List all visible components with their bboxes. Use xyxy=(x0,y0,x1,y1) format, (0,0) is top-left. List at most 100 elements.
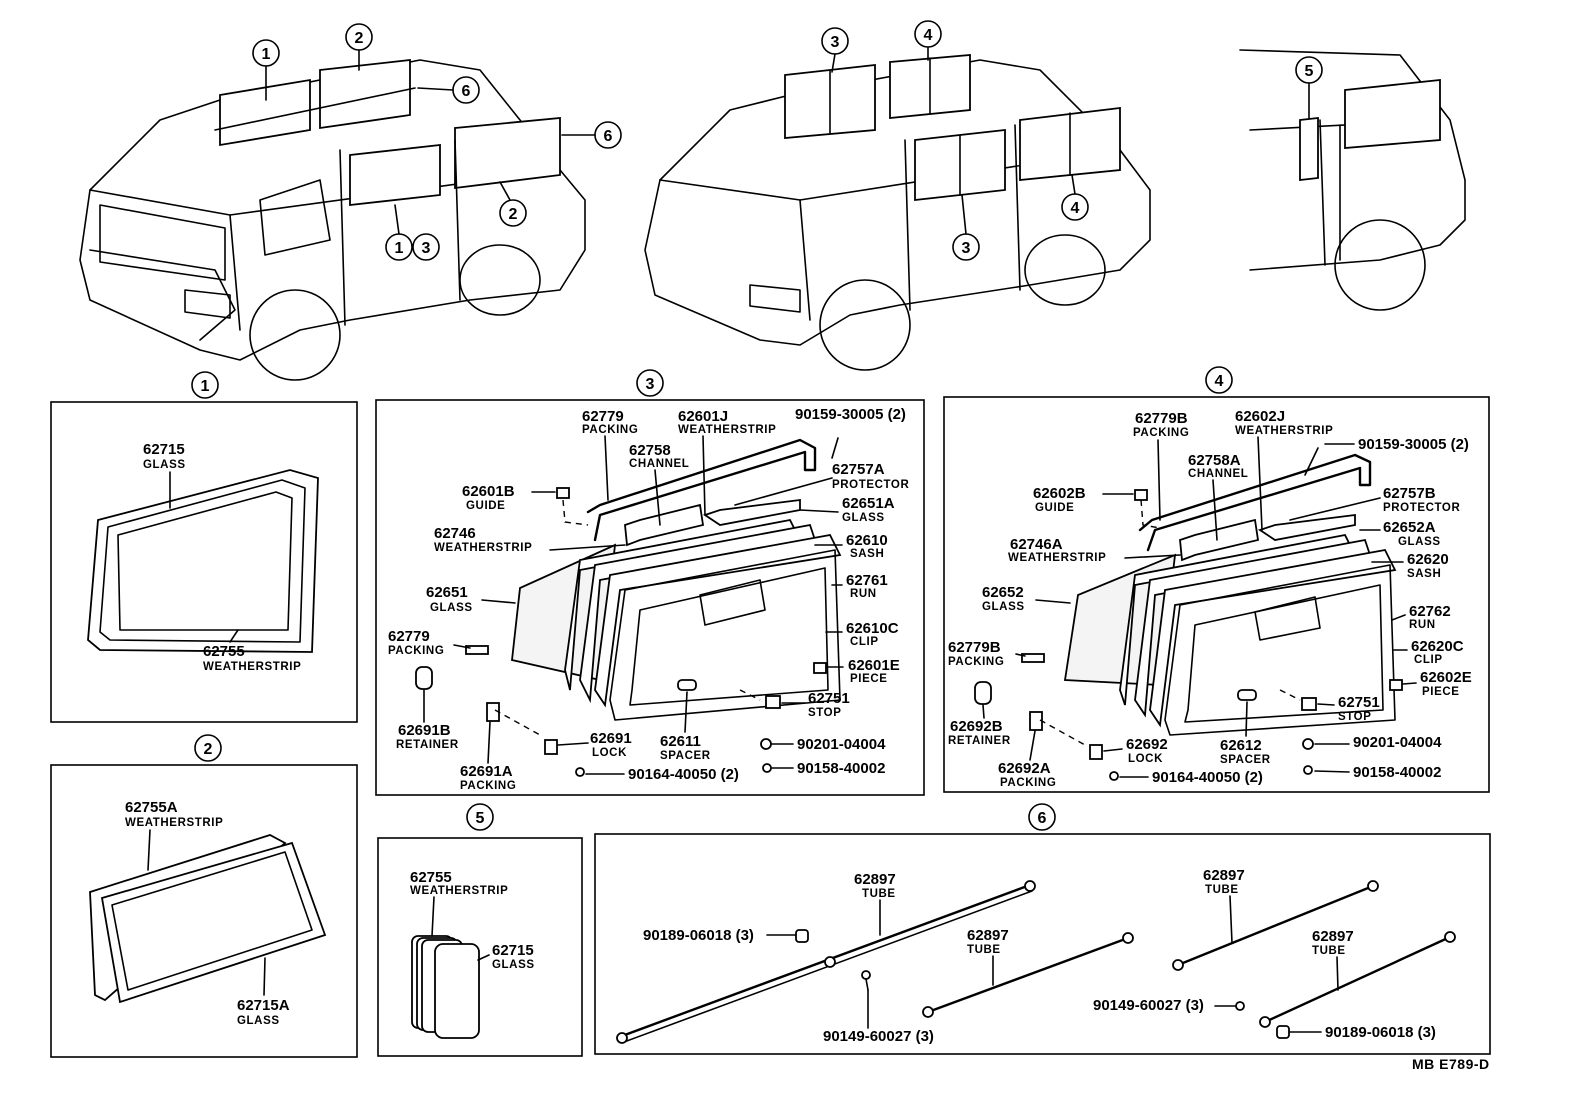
svg-text:CLIP: CLIP xyxy=(1414,654,1443,666)
panel-3: 3 62779 PACKING 62601J WEATHERSTRIP xyxy=(375,369,925,796)
part-62715-b: 62715 xyxy=(492,942,534,959)
svg-text:2: 2 xyxy=(509,206,518,223)
svg-text:4: 4 xyxy=(924,27,933,44)
van-illustration-3 xyxy=(1239,49,1466,311)
panel-1-tag: 1 xyxy=(201,378,210,395)
callout-1b: 1 xyxy=(385,204,413,261)
svg-text:WEATHERSTRIP: WEATHERSTRIP xyxy=(1008,552,1106,564)
svg-text:GLASS: GLASS xyxy=(143,459,186,471)
part-62601J: 62601J xyxy=(678,408,728,425)
part-90201-04004-b: 90201-04004 xyxy=(1353,734,1442,751)
callout-2b: 2 xyxy=(499,181,527,227)
part-62610: 62610 xyxy=(846,532,888,549)
svg-text:PIECE: PIECE xyxy=(1422,686,1460,698)
callout-2: 2 xyxy=(345,23,373,71)
svg-text:5: 5 xyxy=(1305,63,1314,80)
svg-text:GLASS: GLASS xyxy=(842,512,885,524)
svg-text:4: 4 xyxy=(1071,200,1080,217)
part-62751: 62751 xyxy=(808,690,850,707)
svg-text:WEATHERSTRIP: WEATHERSTRIP xyxy=(1235,425,1333,437)
svg-text:1: 1 xyxy=(395,240,404,257)
svg-text:RETAINER: RETAINER xyxy=(396,739,459,751)
svg-text:RETAINER: RETAINER xyxy=(948,735,1011,747)
panel-5-tag: 5 xyxy=(476,810,485,827)
svg-text:GLASS: GLASS xyxy=(1398,536,1441,548)
svg-text:LOCK: LOCK xyxy=(592,747,627,759)
svg-text:PACKING: PACKING xyxy=(1133,427,1189,439)
part-62692A: 62692A xyxy=(998,760,1051,777)
svg-text:RUN: RUN xyxy=(850,588,877,600)
part-62897-c: 62897 xyxy=(1203,867,1245,884)
part-62761: 62761 xyxy=(846,572,888,589)
part-62897-a: 62897 xyxy=(854,871,896,888)
svg-text:PACKING: PACKING xyxy=(1000,777,1056,789)
part-62757B: 62757B xyxy=(1383,485,1436,502)
svg-text:WEATHERSTRIP: WEATHERSTRIP xyxy=(125,817,223,829)
part-62758: 62758 xyxy=(629,442,671,459)
svg-text:TUBE: TUBE xyxy=(967,944,1001,956)
svg-text:WEATHERSTRIP: WEATHERSTRIP xyxy=(434,542,532,554)
svg-text:STOP: STOP xyxy=(808,707,842,719)
svg-text:SASH: SASH xyxy=(850,548,884,560)
svg-text:PROTECTOR: PROTECTOR xyxy=(832,479,909,491)
part-62651A: 62651A xyxy=(842,495,895,512)
callout-6b: 6 xyxy=(561,121,622,149)
part-62620: 62620 xyxy=(1407,551,1449,568)
part-62652: 62652 xyxy=(982,584,1024,601)
svg-text:CHANNEL: CHANNEL xyxy=(1188,468,1248,480)
svg-text:WEATHERSTRIP: WEATHERSTRIP xyxy=(203,661,301,673)
panel-4-tag: 4 xyxy=(1215,373,1224,390)
svg-text:1: 1 xyxy=(262,46,271,63)
panel-4: 4 62779B PACKING 62602J WEATHERSTRIP 901 xyxy=(943,366,1490,793)
svg-text:3: 3 xyxy=(962,240,971,257)
callout-5: 5 xyxy=(1295,56,1323,119)
svg-text:PIECE: PIECE xyxy=(850,673,888,685)
part-90149-60027-a: 90149-60027 (3) xyxy=(823,1028,934,1045)
panel-1: 1 62715 GLASS 62755 WEATHERSTRIP xyxy=(50,371,358,723)
part-62692B: 62692B xyxy=(950,718,1003,735)
part-62746: 62746 xyxy=(434,525,476,542)
part-62620C: 62620C xyxy=(1411,638,1464,655)
part-62897-d: 62897 xyxy=(1312,928,1354,945)
panel-3-tag: 3 xyxy=(646,376,655,393)
svg-text:RUN: RUN xyxy=(1409,619,1436,631)
part-90149-60027-b: 90149-60027 (3) xyxy=(1093,997,1204,1014)
svg-text:PROTECTOR: PROTECTOR xyxy=(1383,502,1460,514)
svg-text:GLASS: GLASS xyxy=(430,602,473,614)
svg-text:STOP: STOP xyxy=(1338,711,1372,723)
part-62601E: 62601E xyxy=(848,657,900,674)
part-62610C: 62610C xyxy=(846,620,899,637)
svg-text:CLIP: CLIP xyxy=(850,636,879,648)
callout-3c: 3 xyxy=(952,194,980,261)
svg-text:WEATHERSTRIP: WEATHERSTRIP xyxy=(678,424,776,436)
part-90189-06018-b: 90189-06018 (3) xyxy=(1325,1024,1436,1041)
callout-4a: 4 xyxy=(914,20,942,61)
van-callouts: 1 2 6 6 2 1 3 3 4 3 4 5 xyxy=(252,20,1323,261)
svg-text:3: 3 xyxy=(422,240,431,257)
svg-text:6: 6 xyxy=(462,83,471,100)
part-90189-06018-a: 90189-06018 (3) xyxy=(643,927,754,944)
svg-text:LOCK: LOCK xyxy=(1128,753,1163,765)
part-62612: 62612 xyxy=(1220,737,1262,754)
svg-text:6: 6 xyxy=(604,128,613,145)
svg-text:CHANNEL: CHANNEL xyxy=(629,458,689,470)
svg-text:SPACER: SPACER xyxy=(660,750,711,762)
part-62779: 62779 xyxy=(582,408,624,425)
callout-4b: 4 xyxy=(1061,174,1089,221)
svg-text:GUIDE: GUIDE xyxy=(466,500,505,512)
callout-1: 1 xyxy=(252,39,280,101)
part-62651: 62651 xyxy=(426,584,468,601)
svg-text:TUBE: TUBE xyxy=(1312,945,1346,957)
svg-text:PACKING: PACKING xyxy=(388,645,444,657)
part-62691A: 62691A xyxy=(460,763,513,780)
part-62755A: 62755A xyxy=(125,799,178,816)
svg-text:PACKING: PACKING xyxy=(948,656,1004,668)
part-90164-40050: 90164-40050 (2) xyxy=(628,766,739,783)
part-90159-30005-b: 90159-30005 (2) xyxy=(1358,436,1469,453)
part-62715A: 62715A xyxy=(237,997,290,1014)
part-62755: 62755 xyxy=(203,643,245,660)
part-62751-b: 62751 xyxy=(1338,694,1380,711)
part-62779-b: 62779 xyxy=(388,628,430,645)
part-62602B: 62602B xyxy=(1033,485,1086,502)
callout-6a: 6 xyxy=(417,76,480,104)
